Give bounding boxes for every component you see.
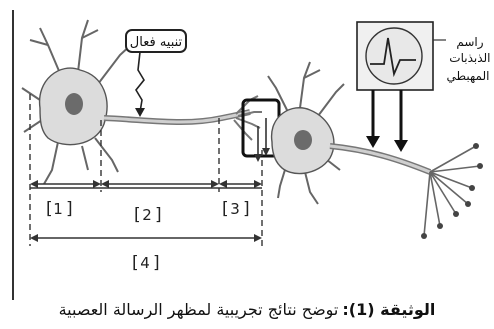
axon-2-terminals [424, 146, 480, 236]
stimulus-arrow [136, 52, 144, 112]
segment-label-4-close: ] [153, 253, 160, 273]
oscilloscope-label-line-2: الذبذبات [449, 51, 490, 65]
axon-2 [330, 146, 430, 172]
nucleus-1 [65, 93, 83, 115]
figure-caption: الوثيقة (1): توضح نتائج تجريبية لمظهر ال… [0, 294, 494, 324]
segment-label-1: 1 [53, 200, 63, 218]
caption-description: توضح نتائج تجريبية لمظهر الرسالة العصبية [59, 300, 343, 319]
oscilloscope-label-line-3: المهبطي [447, 69, 490, 83]
segment-label-3-open: [ [222, 199, 229, 219]
oscilloscope-label-line-1: راسم [456, 35, 483, 50]
oscilloscope-electrodes [373, 90, 401, 144]
segment-label-2: 2 [142, 206, 152, 224]
oscilloscope-label: راسم الذبذبات المهبطي [445, 35, 490, 83]
segment-label-1-close: ] [66, 199, 73, 219]
segment-label-2-close: ] [155, 205, 162, 225]
neuron-2 [268, 62, 344, 204]
segment-label-4: 4 [140, 254, 150, 272]
caption-document-number: الوثيقة (1): [342, 300, 435, 319]
segment-label-1-open: [ [46, 199, 53, 219]
stimulus-label: تنبيه فعال [130, 35, 183, 50]
neuron-1 [22, 20, 132, 184]
segment-label-3-close: ] [243, 199, 250, 219]
segment-label-3: 3 [230, 200, 240, 218]
segment-label-4-open: [ [132, 253, 139, 273]
segment-label-2-open: [ [134, 205, 141, 225]
nucleus-2 [294, 130, 312, 150]
